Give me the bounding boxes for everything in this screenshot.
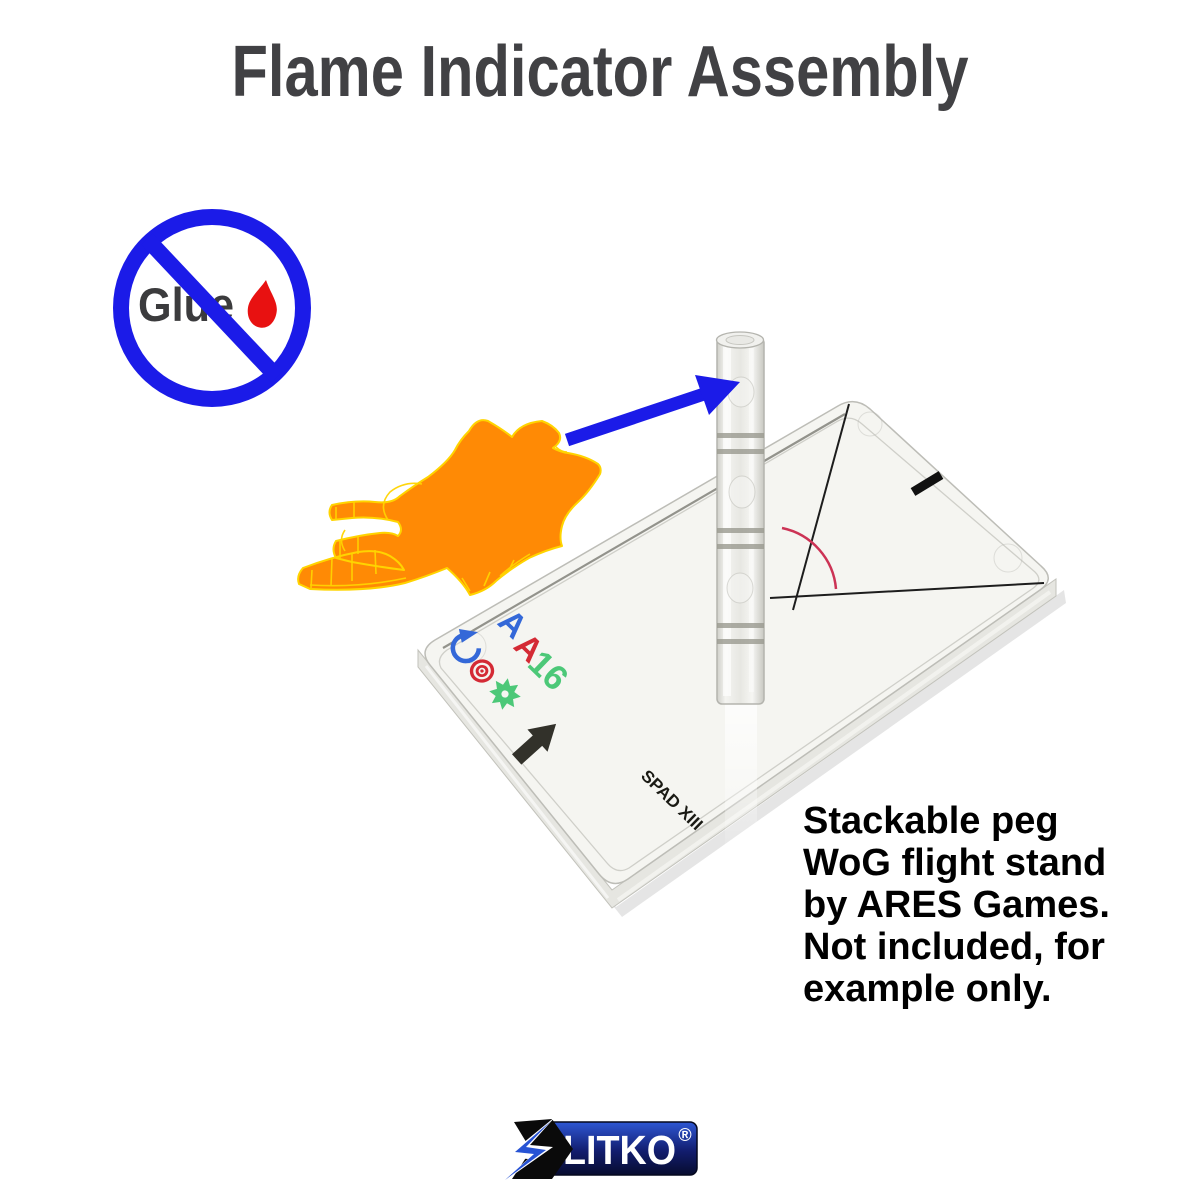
base-edge-dark-line [442, 413, 846, 649]
lightning-bolt-icon [496, 1116, 573, 1187]
firing-arc-lines [769, 403, 1045, 611]
note-line: Not included, for [803, 926, 1105, 968]
base-side-wall [417, 578, 1057, 909]
gear-burst-icon [489, 678, 521, 710]
flame-facet-lines [309, 446, 568, 592]
peg-reflection [725, 702, 757, 870]
firing-arc-red [781, 526, 838, 590]
arrow-head-icon [695, 375, 740, 415]
note-line: Stackable peg [803, 800, 1059, 842]
base-wall-highlight [424, 665, 610, 899]
arrow-shaft [564, 387, 707, 447]
litko-logo: LITKO ® [496, 1116, 698, 1187]
assembly-arrow [564, 375, 740, 447]
registered-mark: ® [678, 1125, 691, 1145]
flame-token [297, 419, 602, 596]
page-title: Flame Indicator Assembly [232, 32, 969, 112]
logo-wordmark: LITKO [563, 1127, 676, 1173]
peg-top-bore [725, 335, 755, 345]
prohibition-circle-icon [113, 209, 311, 407]
flame-outline [297, 419, 602, 596]
target-bullseye-icon [469, 659, 495, 683]
turn-arrow-icon [450, 629, 482, 664]
note-line: example only. [803, 968, 1052, 1010]
peg-highlight-2 [749, 348, 754, 692]
range-tick-mark [910, 471, 944, 496]
glue-drop-icon [247, 280, 277, 328]
base-inset-line [438, 417, 1040, 872]
no-glue-sign: Glue [113, 209, 311, 407]
peg-highlight [723, 344, 731, 696]
peg-joint-bands [717, 433, 764, 644]
note-text: Stackable peg WoG flight stand by ARES G… [803, 800, 1110, 1010]
base-wall-highlight-right [616, 590, 1052, 902]
prohibition-slash-icon [141, 233, 283, 383]
note-line: by ARES Games. [803, 884, 1110, 926]
note-line: WoG flight stand [803, 842, 1106, 884]
direction-arrow-icon [511, 723, 557, 765]
